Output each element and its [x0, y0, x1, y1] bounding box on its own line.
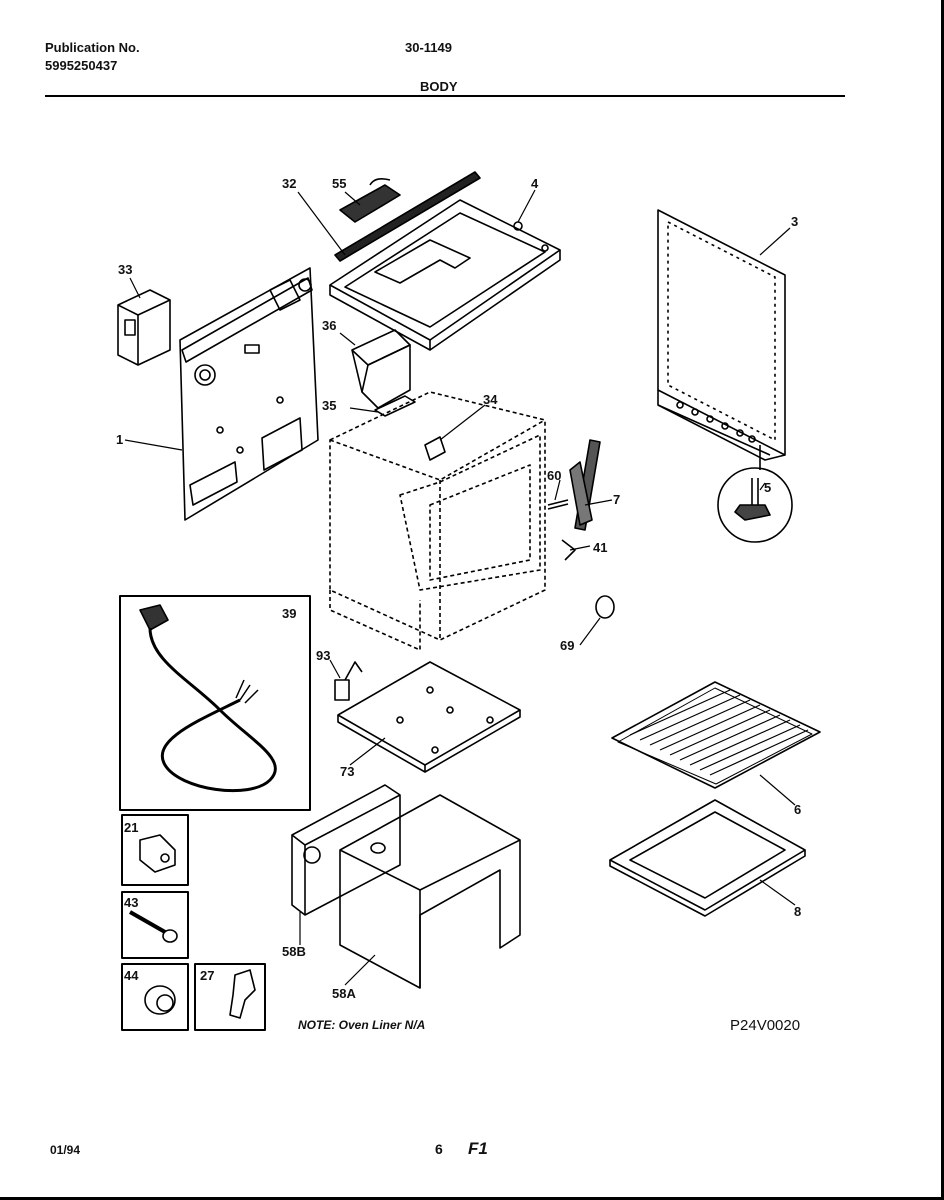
header-rule	[45, 95, 845, 97]
callout-44: 44	[124, 968, 139, 983]
screw-inset	[121, 891, 189, 959]
callout-34: 34	[483, 392, 498, 407]
callout-7: 7	[613, 492, 621, 507]
vent-deflector-part	[339, 178, 401, 223]
callout-58B: 58B	[282, 944, 306, 959]
door-hinge-part	[569, 439, 601, 531]
footer-page-number: 6	[435, 1141, 443, 1157]
publication-number: 5995250437	[45, 58, 118, 73]
hole-plug-part	[595, 595, 615, 619]
callout-60: 60	[547, 468, 562, 483]
clip-part	[561, 539, 576, 561]
broiler-pan-part	[609, 799, 806, 917]
callout-73: 73	[340, 764, 355, 779]
callout-21: 21	[124, 820, 139, 835]
cabinet-body-part	[329, 391, 546, 651]
callout-41: 41	[593, 540, 608, 555]
power-cord-inset	[119, 595, 311, 811]
insulation-wrap-part	[339, 794, 521, 989]
trim-strip-part	[334, 171, 481, 262]
oven-liner-note: NOTE: Oven Liner N/A	[298, 1018, 426, 1032]
bottom-panel-part	[337, 661, 521, 773]
insulation-side-part	[291, 784, 401, 916]
footer-date: 01/94	[50, 1143, 81, 1157]
callout-32: 32	[282, 176, 297, 191]
switch-part	[334, 661, 363, 701]
oven-rack-part	[611, 681, 821, 789]
callout-69: 69	[560, 638, 575, 653]
section-title: BODY	[420, 79, 458, 94]
terminal-block-part	[117, 289, 171, 366]
callout-6: 6	[794, 802, 802, 817]
diagram-code: P24V0020	[730, 1017, 801, 1034]
cord-clamp-inset	[121, 814, 189, 886]
bracket-inset	[194, 963, 266, 1031]
side-panel-part	[657, 209, 786, 470]
model-number: 30-1149	[405, 40, 452, 55]
callout-27: 27	[200, 968, 215, 983]
callout-1: 1	[116, 432, 124, 447]
callout-4: 4	[531, 176, 539, 191]
callout-58A: 58A	[332, 986, 356, 1001]
leader-lines	[124, 189, 796, 986]
leveling-leg-part	[717, 467, 793, 543]
main-top-part	[329, 199, 561, 351]
callout-8: 8	[794, 904, 802, 919]
publication-label: Publication No.	[45, 40, 140, 55]
sensor-bracket-part	[424, 436, 446, 461]
callout-35: 35	[322, 398, 337, 413]
callout-43: 43	[124, 895, 139, 910]
callout-93: 93	[316, 648, 331, 663]
back-panel-part	[179, 267, 319, 521]
hinge-receptacle-part	[547, 499, 569, 510]
footer-figure-label: F1	[468, 1139, 488, 1158]
callout-55: 55	[332, 176, 347, 191]
duct-gasket-part	[374, 395, 416, 417]
callout-33: 33	[118, 262, 133, 277]
vent-duct-part	[351, 329, 411, 409]
callout-39: 39	[282, 606, 297, 621]
knob-inset	[121, 963, 189, 1031]
callout-36: 36	[322, 318, 337, 333]
callout-3: 3	[791, 214, 799, 229]
callout-5: 5	[764, 480, 772, 495]
